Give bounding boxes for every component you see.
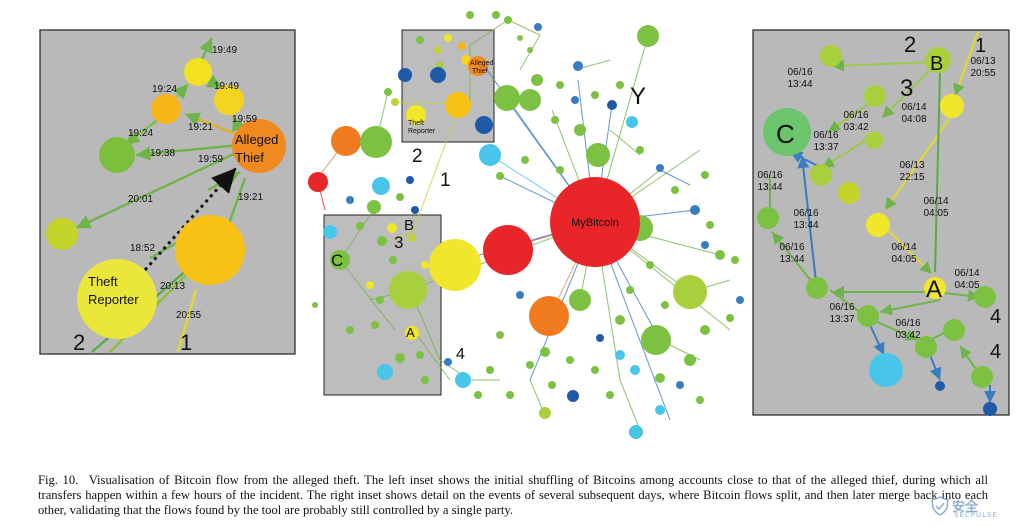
time-label: 19:49 xyxy=(212,45,237,56)
small-thief-label-2: Thief xyxy=(472,68,488,75)
right-inset-nodes xyxy=(757,45,997,416)
watermark-text: 安全 xyxy=(952,500,979,515)
reporter-label-line2: Reporter xyxy=(88,292,139,307)
time-label: 19:59 xyxy=(232,114,257,125)
left-inset-labels: Alleged Thief Theft Reporter xyxy=(88,132,278,307)
marker-1: 1 xyxy=(180,330,192,355)
left-inset-times: 19:49 19:24 19:49 19:24 19:21 19:59 19:3… xyxy=(128,45,263,321)
right-marker-4-top: 4 xyxy=(990,306,1001,328)
time-label: 20:01 xyxy=(128,194,153,205)
time-label: 19:21 xyxy=(238,192,263,203)
marker-3-main: 3 xyxy=(394,233,403,252)
thief-label-line2: Thief xyxy=(235,150,264,165)
right-marker-b: B xyxy=(930,53,943,75)
small-thief-label-1: Alleged xyxy=(470,60,493,67)
time-label: 20:55 xyxy=(176,310,201,321)
time-label: 19:24 xyxy=(152,84,177,95)
marker-c-main: C xyxy=(331,251,343,270)
marker-b-main: B xyxy=(404,217,414,234)
caption-text: Visualisation of Bitcoin flow from the a… xyxy=(38,473,989,517)
main-graph-labels: MyBitcoin Alleged Thief Theft Reporter xyxy=(408,60,619,229)
marker-a-main: A xyxy=(406,325,415,340)
figure-caption: Fig. 10. Visualisation of Bitcoin flow f… xyxy=(38,473,988,518)
small-reporter-label-1: Theft xyxy=(408,120,424,127)
watermark: 安全 SECPULSE xyxy=(928,492,1018,522)
right-marker-1: 1 xyxy=(975,35,986,57)
marker-2: 2 xyxy=(73,330,85,355)
time-label: 19:24 xyxy=(128,128,153,139)
right-inset-markers: 2 1 B 3 C A 4 4 xyxy=(776,32,1001,363)
marker-4-main: 4 xyxy=(456,346,465,363)
theft-report-link xyxy=(143,167,238,271)
left-inset-markers: 2 1 xyxy=(73,330,192,355)
marker-1-main: 1 xyxy=(440,170,451,191)
time-label: 20:13 xyxy=(160,281,185,292)
shield-icon xyxy=(931,496,949,516)
right-marker-2: 2 xyxy=(904,32,916,57)
right-marker-c: C xyxy=(776,119,795,149)
watermark-subtext: SECPULSE xyxy=(954,511,998,519)
right-marker-4-bottom: 4 xyxy=(990,341,1001,363)
time-label: 19:21 xyxy=(188,122,213,133)
bitcoin-flow-figure: Alleged Thief Theft Reporter 19:49 19:24… xyxy=(39,11,1010,439)
time-label: 19:59 xyxy=(198,154,223,165)
left-inset-nodes xyxy=(46,58,286,339)
right-marker-3: 3 xyxy=(900,75,913,102)
time-label: 18:52 xyxy=(130,243,155,254)
hub-label: MyBitcoin xyxy=(571,217,619,229)
reporter-label-line1: Theft xyxy=(88,274,118,289)
time-label: 19:38 xyxy=(150,148,175,159)
left-inset: Alleged Thief Theft Reporter 19:49 19:24… xyxy=(39,29,296,355)
main-graph-nodes xyxy=(308,11,744,439)
marker-y: Y xyxy=(630,83,646,110)
right-marker-a: A xyxy=(926,276,942,303)
main-graph-markers: Y 2 1 B 3 C A 4 xyxy=(331,83,646,363)
main-graph: MyBitcoin Alleged Thief Theft Reporter Y… xyxy=(308,11,744,439)
marker-2-main: 2 xyxy=(412,146,423,167)
caption-label: Fig. 10. xyxy=(38,473,79,487)
time-label: 19:49 xyxy=(214,81,239,92)
thief-label-line1: Alleged xyxy=(235,132,278,147)
small-reporter-label-2: Reporter xyxy=(408,128,436,135)
